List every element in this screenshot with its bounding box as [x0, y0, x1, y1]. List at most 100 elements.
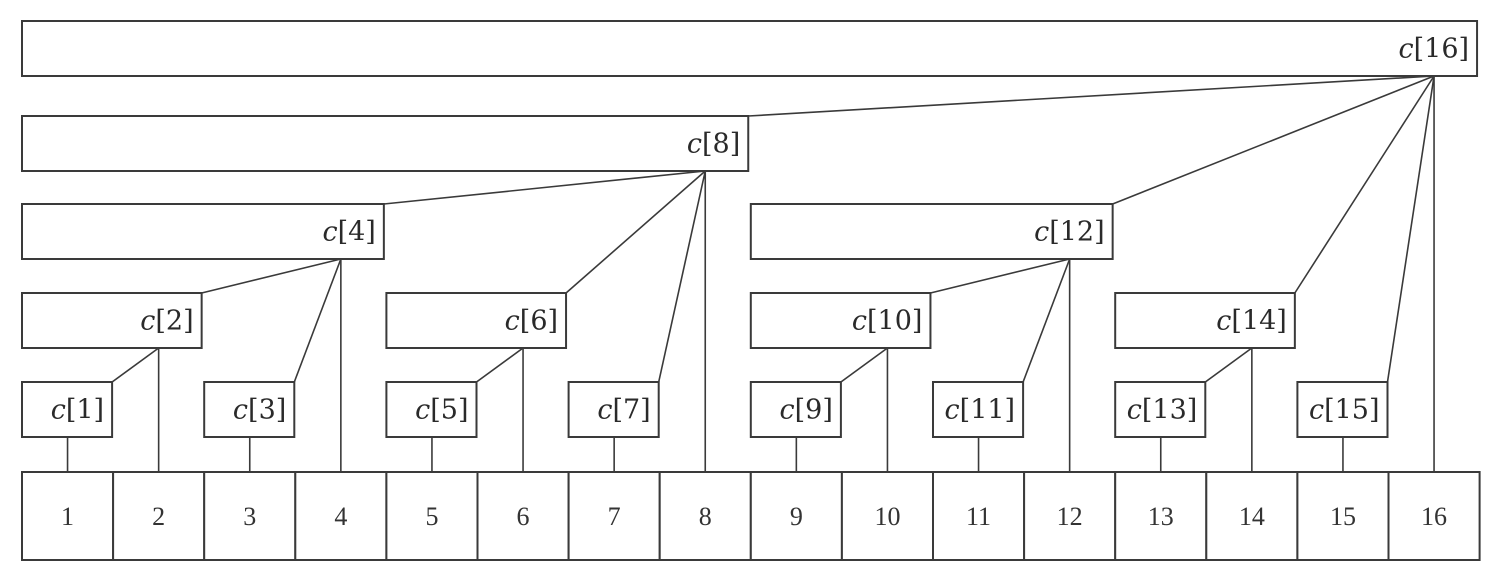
array-cell-4: 4: [294, 471, 388, 561]
edge-c10-to-c12: [930, 258, 1070, 294]
tree-node-label-index: [14]: [1231, 306, 1286, 337]
array-cell-box-4: [294, 471, 388, 561]
tree-node-box-c13: [1114, 381, 1207, 438]
tree-node-label-prefix: c: [780, 395, 795, 426]
array-cell-box-9: [749, 471, 843, 561]
edges-layer: [66, 75, 1435, 472]
tree-node-box-c9: [749, 381, 842, 438]
tree-node-box-c15: [1296, 381, 1389, 438]
array-cell-box-3: [203, 471, 297, 561]
tree-node-box-c11: [932, 381, 1025, 438]
array-cell-16: 16: [1387, 471, 1481, 561]
tree-node-c4: c[4]: [21, 203, 385, 260]
tree-node-label-c2: c[2]: [140, 306, 193, 337]
tree-node-box-c14: [1114, 292, 1296, 349]
tree-node-label-prefix: c: [51, 395, 66, 426]
array-cell-box-1: [21, 471, 115, 561]
tree-node-c9: c[9]: [749, 381, 842, 438]
array-cell-label-2: 2: [152, 502, 165, 531]
tree-node-label-index: [16]: [1414, 34, 1469, 65]
tree-node-label-c5: c[5]: [415, 395, 468, 426]
array-cell-box-6: [476, 471, 570, 561]
tree-node-box-c5: [385, 381, 478, 438]
array-cell-box-15: [1296, 471, 1390, 561]
tree-node-c14: c[14]: [1114, 292, 1296, 349]
array-cell-box-12: [1023, 471, 1117, 561]
tree-node-label-c15: c[15]: [1309, 395, 1380, 426]
tree-node-c16: c[16]: [21, 20, 1479, 77]
tree-node-c8: c[8]: [21, 115, 750, 172]
edge-c4-to-c8: [383, 170, 706, 205]
tree-node-label-prefix: c: [1034, 217, 1049, 248]
array-cell-box-5: [385, 471, 479, 561]
edge-c13-to-c14: [1204, 347, 1253, 383]
edge-c5-to-c6: [476, 347, 524, 383]
tree-node-label-prefix: c: [687, 129, 702, 160]
tree-node-label-prefix: c: [852, 306, 867, 337]
edge-c8-to-c16: [748, 75, 1435, 117]
tree-node-label-index: [6]: [520, 306, 558, 337]
tree-node-label-index: [10]: [867, 306, 922, 337]
edge-c12-to-c16: [1112, 75, 1435, 205]
tree-node-box-c6: [385, 292, 568, 349]
tree-node-label-c6: c[6]: [505, 306, 558, 337]
array-cell-box-8: [658, 471, 752, 561]
edge-c11-to-c12: [1022, 258, 1071, 383]
tree-node-label-index: [8]: [702, 129, 740, 160]
array-cell-15: 15: [1296, 471, 1390, 561]
tree-node-box-c1: [21, 381, 114, 438]
array-cell-label-3: 3: [243, 502, 256, 531]
array-cell-3: 3: [203, 471, 297, 561]
tree-node-label-prefix: c: [1398, 34, 1413, 65]
tree-node-c2: c[2]: [21, 292, 203, 349]
array-cell-8: 8: [658, 471, 752, 561]
tree-node-label-c11: c[11]: [945, 395, 1016, 426]
tree-node-label-index: [1]: [66, 395, 104, 426]
tree-node-label-c14: c[14]: [1216, 306, 1287, 337]
edge-c7-to-c8: [657, 170, 707, 383]
tree-node-label-c8: c[8]: [687, 129, 740, 160]
array-cell-label-12: 12: [1057, 502, 1083, 531]
array-cell-box-2: [112, 471, 206, 561]
tree-node-label-prefix: c: [322, 217, 337, 248]
tree-node-label-prefix: c: [233, 395, 248, 426]
tree-node-c7: c[7]: [567, 381, 660, 438]
array-cell-5: 5: [385, 471, 479, 561]
tree-node-label-c4: c[4]: [322, 217, 375, 248]
tree-node-c6: c[6]: [385, 292, 568, 349]
tree-node-label-index: [2]: [155, 306, 193, 337]
tree-node-label-c16: c[16]: [1398, 34, 1469, 65]
tree-node-label-c3: c[3]: [233, 395, 286, 426]
tree-node-c15: c[15]: [1296, 381, 1389, 438]
tree-node-label-c12: c[12]: [1034, 217, 1105, 248]
array-cell-label-14: 14: [1239, 502, 1265, 531]
tree-node-label-c1: c[1]: [51, 395, 104, 426]
array-cell-11: 11: [932, 471, 1026, 561]
array-cell-14: 14: [1205, 471, 1299, 561]
array-cell-label-9: 9: [790, 502, 803, 531]
tree-node-label-index: [13]: [1142, 395, 1197, 426]
edge-c9-to-c10: [840, 347, 888, 383]
tree-node-c13: c[13]: [1114, 381, 1207, 438]
array-cell-13: 13: [1114, 471, 1208, 561]
tree-node-label-c9: c[9]: [780, 395, 833, 426]
array-cell-label-7: 7: [608, 502, 621, 531]
array-cell-7: 7: [567, 471, 661, 561]
tree-node-label-prefix: c: [1127, 395, 1142, 426]
tree-node-box-c8: [21, 115, 750, 172]
array-cell-label-10: 10: [874, 502, 900, 531]
tree-node-box-c4: [21, 203, 385, 260]
tree-node-label-index: [4]: [338, 217, 376, 248]
tree-node-label-index: [7]: [612, 395, 650, 426]
array-cell-label-6: 6: [517, 502, 530, 531]
tree-node-label-prefix: c: [140, 306, 155, 337]
tree-node-box-c16: [21, 20, 1479, 77]
tree-node-label-index: [3]: [248, 395, 286, 426]
edge-c3-to-c4: [293, 258, 342, 383]
array-cell-label-4: 4: [334, 502, 347, 531]
array-cell-label-8: 8: [699, 502, 712, 531]
tree-node-c1: c[1]: [21, 381, 114, 438]
array-cell-box-16: [1387, 471, 1481, 561]
edge-c6-to-c8: [565, 170, 706, 294]
